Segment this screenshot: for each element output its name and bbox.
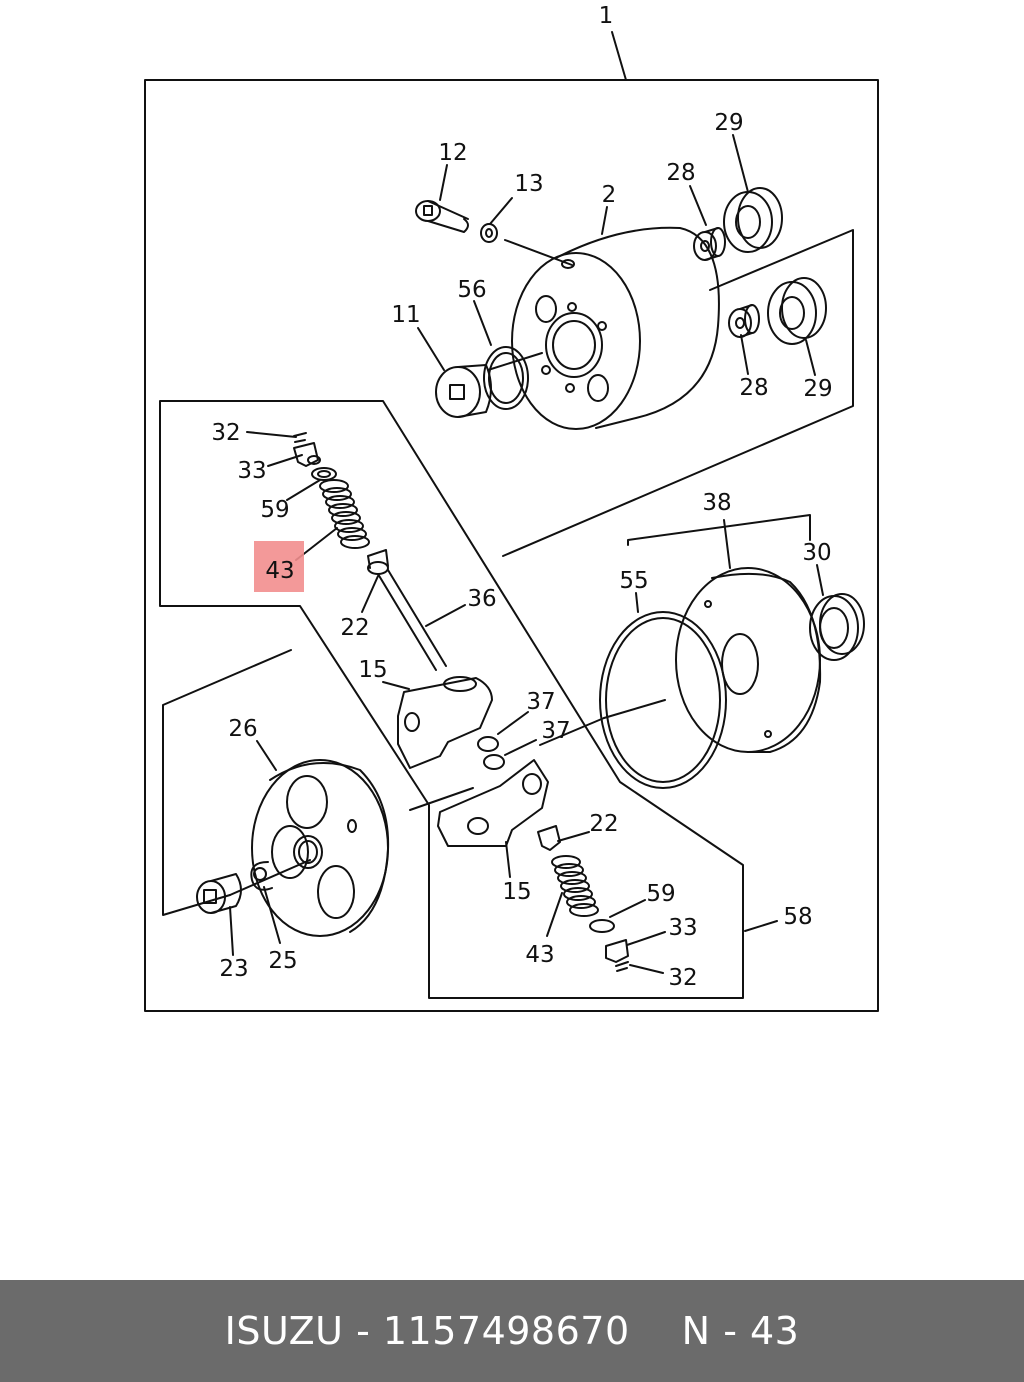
part-12-bolt: [415, 200, 469, 233]
callout-43-lower: 43: [525, 942, 554, 968]
callout-59-lower: 59: [646, 881, 675, 907]
part-25-clip: [250, 861, 273, 891]
callout-33-lower: 33: [668, 915, 697, 941]
reference-prefix: N: [681, 1309, 711, 1353]
reference-separator: -: [723, 1309, 738, 1353]
callout-15-upper: 15: [358, 657, 387, 683]
part-38-cover: [675, 567, 822, 753]
callout-43-highlighted: 43: [265, 558, 294, 584]
callout-15-lower: 15: [502, 879, 531, 905]
callout-12: 12: [438, 140, 467, 166]
callout-25: 25: [268, 948, 297, 974]
part-22-valve-upper: [367, 549, 389, 575]
part-36-rod: [377, 569, 447, 671]
callout-28-upper: 28: [666, 160, 695, 186]
callout-58: 58: [783, 904, 812, 930]
callout-56: 56: [457, 277, 486, 303]
callout-33-upper: 33: [237, 458, 266, 484]
assembly-frame: [144, 79, 879, 1012]
callout-38: 38: [702, 490, 731, 516]
brand-separator: -: [356, 1309, 371, 1353]
part-37-washer-b: [483, 754, 505, 770]
part-32-screw-lower: [615, 961, 629, 972]
part-37-washer-a: [477, 736, 499, 752]
callout-29-upper: 29: [714, 110, 743, 136]
subassembly-frame-cover: [162, 649, 292, 916]
callout-32-upper: 32: [211, 420, 240, 446]
callout-30: 30: [802, 540, 831, 566]
part-43-spring-lower: [551, 855, 599, 917]
part-43-spring-upper: [319, 479, 370, 549]
callout-22-upper: 22: [340, 615, 369, 641]
part-28-fitting-upper: [693, 227, 726, 261]
subassembly-frame-left: [159, 400, 744, 999]
callout-28-lower: 28: [739, 375, 768, 401]
callout-55: 55: [619, 568, 648, 594]
highlight-box: [254, 541, 304, 592]
callout-22-lower: 22: [589, 811, 618, 837]
callout-29-lower: 29: [803, 376, 832, 402]
part-23-plug: [196, 873, 242, 914]
part-30-seal: [809, 593, 865, 661]
callout-37-a: 37: [526, 689, 555, 715]
part-11-plug: [435, 364, 492, 418]
part-33-plug-lower: [605, 939, 629, 963]
callout-59-upper: 59: [260, 497, 289, 523]
brand-name: ISUZU: [224, 1309, 344, 1353]
part-29-seal-upper: [723, 187, 783, 253]
callout-26: 26: [228, 716, 257, 742]
callout-1: 1: [599, 3, 614, 29]
callout-2: 2: [602, 182, 617, 208]
exploded-parts-diagram: 1 29 12 13 28 2 56 11 28 29 32 33 59 43 …: [144, 3, 879, 1012]
part-59-washer-upper: [311, 467, 337, 481]
part-33-plug-upper: [293, 442, 321, 467]
part-28-fitting-lower: [728, 304, 760, 338]
part-32-screw-upper: [293, 432, 307, 443]
part-15-block-upper: [397, 676, 493, 769]
part-29-seal-lower: [767, 277, 827, 345]
part-2-pump-housing: [511, 226, 720, 430]
callout-13: 13: [514, 171, 543, 197]
subassembly-frame-right: [502, 229, 854, 557]
callout-36: 36: [467, 586, 496, 612]
callout-labels: 1 29 12 13 28 2 56 11 28 29 32 33 59 43 …: [211, 3, 832, 991]
part-22-valve-lower: [537, 825, 561, 851]
callout-37-b: 37: [541, 718, 570, 744]
part-56-o-ring: [483, 346, 529, 410]
part-15-block-lower: [437, 759, 549, 847]
part-13-washer: [480, 223, 498, 243]
part-info-footer: ISUZU - 1157498670 N - 43: [0, 1280, 1024, 1382]
callout-23: 23: [219, 956, 248, 982]
reference-number: 43: [750, 1309, 800, 1353]
part-26-side-plate: [251, 759, 390, 937]
part-59-washer-lower: [589, 919, 615, 933]
part-55-o-ring: [599, 611, 727, 789]
part-number: 1157498670: [382, 1309, 630, 1353]
callout-32-lower: 32: [668, 965, 697, 991]
callout-11: 11: [391, 302, 420, 328]
